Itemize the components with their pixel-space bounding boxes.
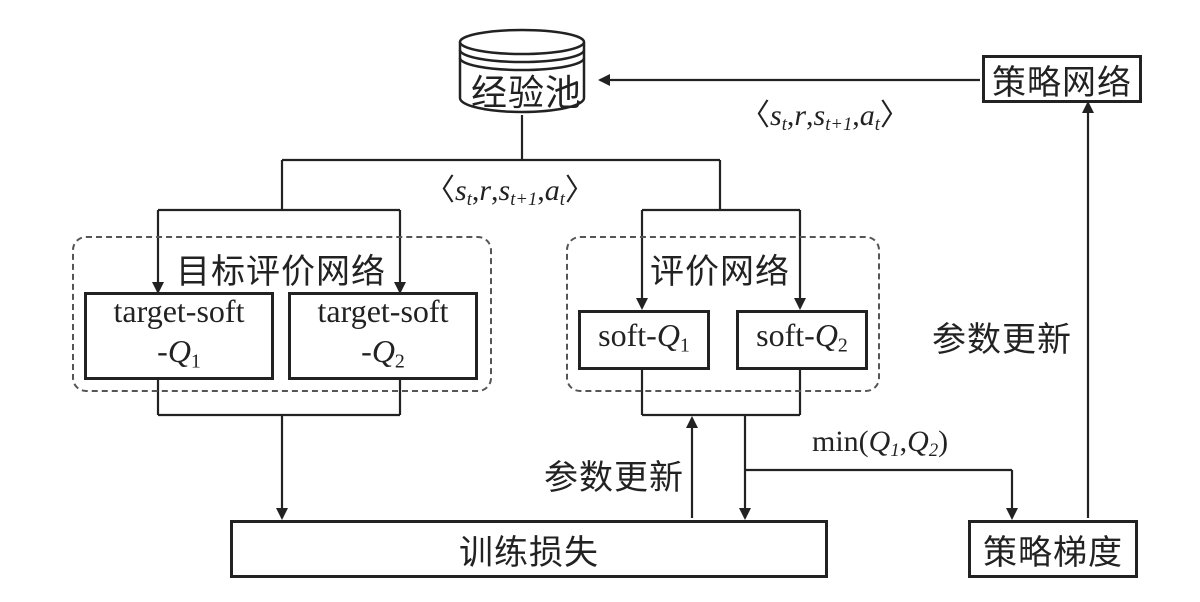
soft-q2-node: soft-Q2 — [736, 310, 868, 370]
target-soft-q2-node: target-soft -Q2 — [288, 292, 478, 380]
training-loss-node: 训练损失 — [230, 520, 828, 578]
param-update-left-label: 参数更新 — [544, 458, 684, 498]
experience-pool-label: 经验池 — [471, 73, 583, 114]
critic-group — [566, 236, 880, 392]
target-critic-group-label: 目标评价网络 — [172, 244, 390, 293]
policy-gradient-label: 策略梯度 — [983, 532, 1123, 573]
soft-q2-label: soft-Q2 — [756, 316, 848, 357]
target-critic-group — [72, 236, 492, 392]
training-loss-label: 训练损失 — [459, 532, 599, 573]
tuple-label-upper: 〈st,r,st+1,at〉 — [740, 99, 910, 136]
target-soft-q1-line1: target-soft — [113, 292, 245, 329]
target-soft-q1-node: target-soft -Q1 — [84, 292, 274, 380]
policy-network-label: 策略网络 — [992, 62, 1132, 103]
target-soft-q2-line1: target-soft — [317, 292, 449, 329]
param-update-right-label: 参数更新 — [932, 320, 1072, 360]
target-soft-q1-line2: -Q1 — [157, 332, 201, 373]
policy-network-node: 策略网络 — [982, 55, 1142, 103]
soft-q1-label: soft-Q1 — [598, 316, 690, 357]
experience-pool-cylinder — [458, 28, 586, 114]
policy-gradient-node: 策略梯度 — [968, 520, 1138, 578]
tuple-label-middle: 〈st,r,st+1,at〉 — [425, 174, 595, 211]
min-q-label: min(Q1,Q2) — [812, 425, 949, 462]
critic-group-label: 评价网络 — [646, 244, 794, 293]
soft-q1-node: soft-Q1 — [578, 310, 710, 370]
target-soft-q2-line2: -Q2 — [361, 332, 405, 373]
